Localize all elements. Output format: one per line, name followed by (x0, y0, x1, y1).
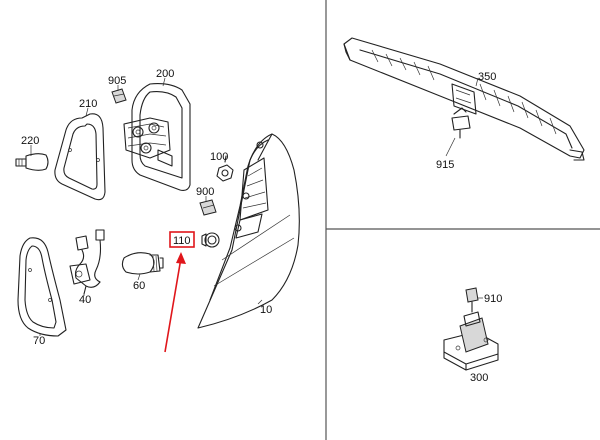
socket-110 (201, 232, 220, 248)
nut-100 (216, 155, 234, 182)
label-210: 210 (79, 98, 97, 110)
part-labels: 905 200 210 220 100 900 110 60 40 70 10 … (21, 68, 502, 384)
gasket-frame-210 (54, 113, 106, 201)
label-70: 70 (33, 335, 45, 347)
wiring-harness-40 (69, 229, 105, 295)
brake-lamp-350 (343, 37, 585, 161)
leader-lines-left (30, 77, 263, 336)
label-200: 200 (156, 68, 174, 80)
label-910: 910 (484, 293, 502, 305)
clip-900 (199, 199, 217, 216)
label-60: 60 (133, 280, 145, 292)
connector-910 (465, 287, 479, 313)
label-10: 10 (260, 304, 272, 316)
label-350: 350 (478, 71, 496, 83)
gasket-70 (17, 237, 67, 337)
label-300: 300 (470, 372, 488, 384)
label-100: 100 (210, 151, 228, 163)
clip-905 (111, 88, 127, 104)
label-900: 900 (196, 186, 214, 198)
highlight-110 (164, 231, 195, 353)
label-915: 915 (436, 159, 454, 171)
lamp-housing-200 (123, 83, 191, 191)
panel-dividers (325, 0, 600, 440)
license-lamp-300 (443, 311, 499, 371)
leader-lines-top-right (445, 77, 479, 157)
label-905: 905 (108, 75, 126, 87)
connector-915 (451, 107, 471, 139)
tail-lamp-10 (197, 133, 300, 329)
label-40: 40 (79, 294, 91, 306)
bulb-60 (121, 252, 164, 275)
bulb-small-220 (15, 153, 49, 171)
label-220: 220 (21, 135, 39, 147)
label-110: 110 (173, 235, 191, 247)
